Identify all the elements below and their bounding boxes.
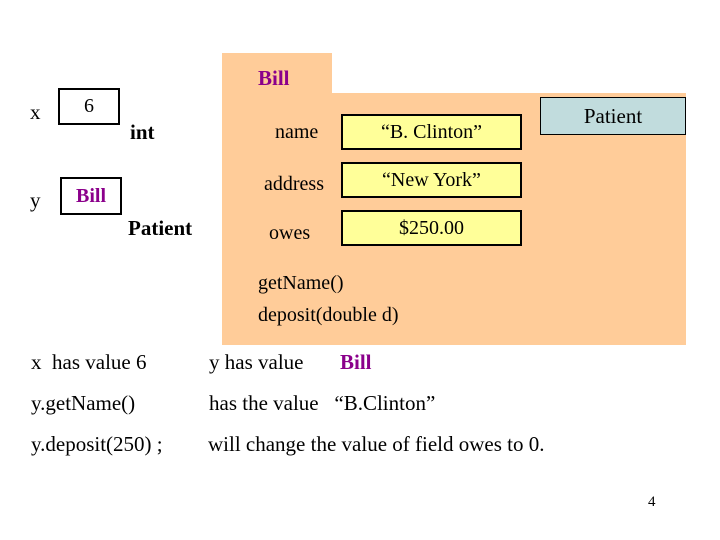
field-label-address: address [264, 173, 324, 195]
note-2-left: y.getName() [31, 391, 136, 415]
object-name-label: Bill [258, 66, 290, 90]
object-folder-tab [222, 53, 332, 94]
note-3-left: y.deposit(250) ; [31, 432, 163, 456]
variable-x-type: int [130, 120, 155, 144]
variable-x-name: x [30, 100, 41, 124]
field-value-address: “New York” [382, 168, 481, 191]
field-box-address: “New York” [341, 162, 522, 198]
field-label-name: name [275, 121, 319, 143]
variable-y-name: y [30, 188, 41, 212]
method-getname: getName() [258, 272, 344, 294]
page-number: 4 [648, 494, 656, 510]
variable-x-value: 6 [84, 95, 94, 117]
method-deposit: deposit(double d) [258, 304, 399, 326]
variable-y-value: Bill [75, 184, 106, 207]
field-value-owes: $250.00 [399, 216, 464, 239]
field-box-owes: $250.00 [341, 210, 522, 246]
variable-x-value-box: 6 [58, 88, 120, 125]
field-box-name: “B. Clinton” [341, 114, 522, 150]
variable-y-type: Patient [128, 216, 193, 240]
note-3-right: will change the value of field owes to 0… [208, 432, 545, 456]
note-1-left: x has value 6 [31, 350, 147, 374]
note-2-right: has the value “B.Clinton” [209, 391, 436, 415]
note-1-right: y has value [209, 350, 304, 374]
field-label-owes: owes [269, 222, 311, 244]
note-1-highlight: Bill [340, 350, 372, 374]
variable-y-value-box: Bill [60, 177, 122, 215]
field-value-name: “B. Clinton” [380, 120, 483, 143]
object-type-label: Patient [583, 103, 643, 128]
object-type-box: Patient [540, 97, 686, 135]
